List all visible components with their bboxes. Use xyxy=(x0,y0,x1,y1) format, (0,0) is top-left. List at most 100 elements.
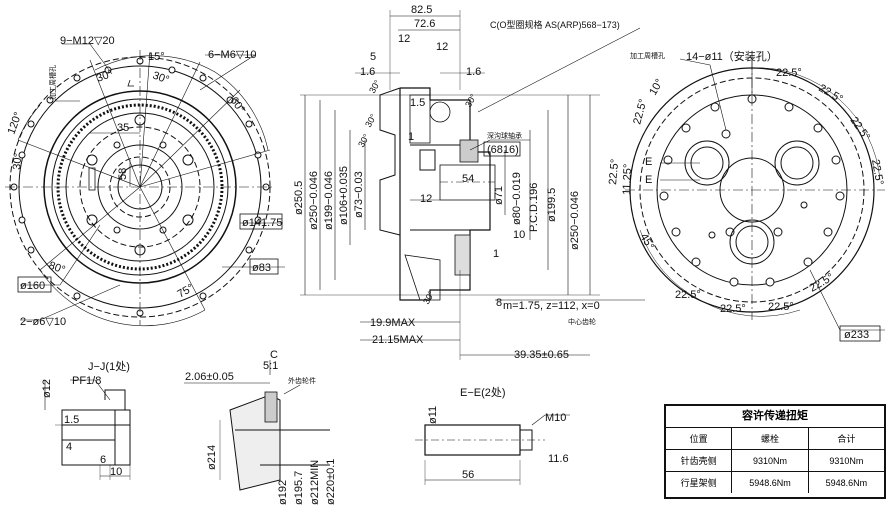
header-position: 位置 xyxy=(666,428,733,450)
dim-1-6a: 1.6 xyxy=(360,66,375,78)
header-bolt: 螺栓 xyxy=(731,428,809,450)
ee-title: E−E(2处) xyxy=(460,386,506,399)
dim-5: 5 xyxy=(370,51,376,63)
jj-1-5: 1.5 xyxy=(64,414,79,426)
c-212: ø212MIN xyxy=(309,460,321,505)
row2-total: 5948.6Nm xyxy=(807,471,884,493)
angle-22-5-b: 22.5° xyxy=(817,82,845,105)
row2-position: 行星架侧 xyxy=(666,471,733,493)
dim-82-5: 82.5 xyxy=(411,4,432,16)
angle-22-5-f: 22.5° xyxy=(607,159,621,186)
dim-72-6: 72.6 xyxy=(414,18,435,30)
max-19: 19.9MAX xyxy=(370,317,416,329)
dim-30e: 30° xyxy=(463,92,479,109)
dim-1-b: 1 xyxy=(493,248,499,260)
dim-250b: ø250−0.046 xyxy=(569,191,581,250)
row1-total: 9310Nm xyxy=(807,449,884,472)
dim-54: 54 xyxy=(462,173,474,185)
torque-table-title: 容许传递扭矩 xyxy=(666,406,884,428)
ee-detail xyxy=(415,414,570,485)
jj-6: 6 xyxy=(100,454,106,466)
ee-11-6: 11.6 xyxy=(548,453,569,465)
jj-12: ø12 xyxy=(41,379,53,398)
right-front-view xyxy=(625,55,885,342)
dim-1-5: 1.5 xyxy=(410,97,425,109)
dim-141-label: ø141.75 xyxy=(242,217,282,229)
left-view-labels: 9−M12▽20 6−M6▽10 15° 30° 30° 60° 120° 30… xyxy=(6,35,283,328)
dim-233: ø233 xyxy=(844,329,869,341)
right-mounting-holes xyxy=(659,94,845,287)
ee-11: ø11 xyxy=(427,406,439,424)
angle-80-label: 80° xyxy=(47,260,67,277)
jj-4: 4 xyxy=(66,441,72,453)
jj-title: J−J(1处) xyxy=(88,360,130,373)
row2-bolt: 5948.6Nm xyxy=(731,471,809,493)
torque-table-grid: 位置 螺栓 合计 针齿壳侧 9310Nm 9310Nm 行星架侧 5948.6N… xyxy=(666,428,884,493)
left-front-view xyxy=(5,43,285,327)
row1-bolt: 9310Nm xyxy=(731,449,809,472)
dim-10: 10 xyxy=(513,229,525,241)
torque-table: 容许传递扭矩 位置 螺栓 合计 针齿壳侧 9310Nm 9310Nm 行星架侧 … xyxy=(664,404,886,499)
dim-12-top-b: 12 xyxy=(436,41,448,53)
dim-30c: 30° xyxy=(356,132,372,149)
dim-250-5: ø250.5 xyxy=(293,181,305,215)
table-row: 针齿壳侧 9310Nm 9310Nm xyxy=(666,449,884,472)
c-labels: C 5:1 2.06±0.05 外齿轮件 ø214 ø192 ø195.7 ø2… xyxy=(185,349,337,505)
o-ring-spec: C(O型圈规格 AS(ARP)568−173) xyxy=(490,19,620,30)
right-holes-label: 14−ø11（安装孔） xyxy=(686,49,778,63)
c-220: ø220±0.1 xyxy=(325,459,337,505)
angle-30b-label: 30° xyxy=(151,70,171,87)
dim-58-label: 58 xyxy=(117,168,129,180)
c-195-7: ø195.7 xyxy=(293,471,305,505)
label-e-a: E xyxy=(645,156,652,168)
c-206: 2.06±0.05 xyxy=(185,371,234,383)
jj-thread: PF1/8 xyxy=(72,375,101,387)
dim-73: ø73−0.03 xyxy=(353,171,365,218)
dim-250a: ø250−0.046 xyxy=(308,171,320,230)
c-title: C xyxy=(270,349,278,361)
dim-12-mid: 12 xyxy=(420,193,432,205)
angle-45: 45° xyxy=(637,232,656,252)
dim-12-top: 12 xyxy=(398,33,410,45)
c-214: ø214 xyxy=(206,445,218,470)
table-row: 行星架侧 5948.6Nm 5948.6Nm xyxy=(666,471,884,493)
angle-22-5-i: 22.5° xyxy=(768,301,794,313)
angle-22-5-j: 22.5° xyxy=(808,271,836,294)
dim-pcd: P.C.D.196 xyxy=(528,183,540,232)
right-note: 加工周槽孔 xyxy=(630,51,665,60)
dim-1-6b: 1.6 xyxy=(466,66,481,78)
angle-22-5-d: 22.5° xyxy=(869,158,885,186)
c-scale: 5:1 xyxy=(263,360,278,372)
dim-30a: 30° xyxy=(367,78,383,95)
dim-71: ø71 xyxy=(493,186,505,205)
dim-199-5: ø199.5 xyxy=(546,188,558,222)
holes-bottom-label: 2−ø6▽10 xyxy=(20,316,66,328)
outer-mounting-holes xyxy=(10,57,270,317)
angle-11-25: 11.25° xyxy=(621,164,634,196)
dim-30d: 30° xyxy=(421,289,437,306)
dim-35-label: 35 xyxy=(117,122,129,134)
bearing-label: 深沟球轴承 xyxy=(487,131,522,140)
section-view-labels: 82.5 72.6 12 12 5 1.6 1.6 1.5 30° 30° 30… xyxy=(293,4,620,361)
thread-top-label: 9−M12▽20 xyxy=(60,35,115,47)
table-header-row: 位置 螺栓 合计 xyxy=(666,428,884,450)
header-total: 合计 xyxy=(807,428,884,450)
angle-22-5-g: 22.5° xyxy=(675,289,701,301)
c-detail xyxy=(184,360,330,491)
max-21: 21.15MAX xyxy=(372,334,424,346)
note-label: 加工周槽孔 xyxy=(48,65,57,100)
dim-80: ø80−0.019 xyxy=(511,172,523,225)
angle-22-5-a: 22.5° xyxy=(776,67,802,79)
ee-labels: E−E(2处) ø11 M10 11.6 56 xyxy=(427,386,569,481)
dim-199: ø199−0.046 xyxy=(323,171,335,230)
angle-75-label: 75° xyxy=(176,282,196,301)
label-e-b: E xyxy=(645,174,652,186)
angle-22-5-e: 22.5° xyxy=(631,98,649,126)
right-view-labels: 14−ø11（安装孔） 加工周槽孔 22.5° 22.5° 22.5° 22.5… xyxy=(607,49,885,341)
dim-83-label: ø83 xyxy=(252,262,271,274)
jj-labels: J−J(1处) PF1/8 ø12 1.5 4 6 10 xyxy=(41,360,130,478)
jj-detail xyxy=(44,379,131,480)
gear-spec: m=1.75, z=112, x=0 xyxy=(503,300,600,312)
dim-1: 1 xyxy=(408,131,414,143)
